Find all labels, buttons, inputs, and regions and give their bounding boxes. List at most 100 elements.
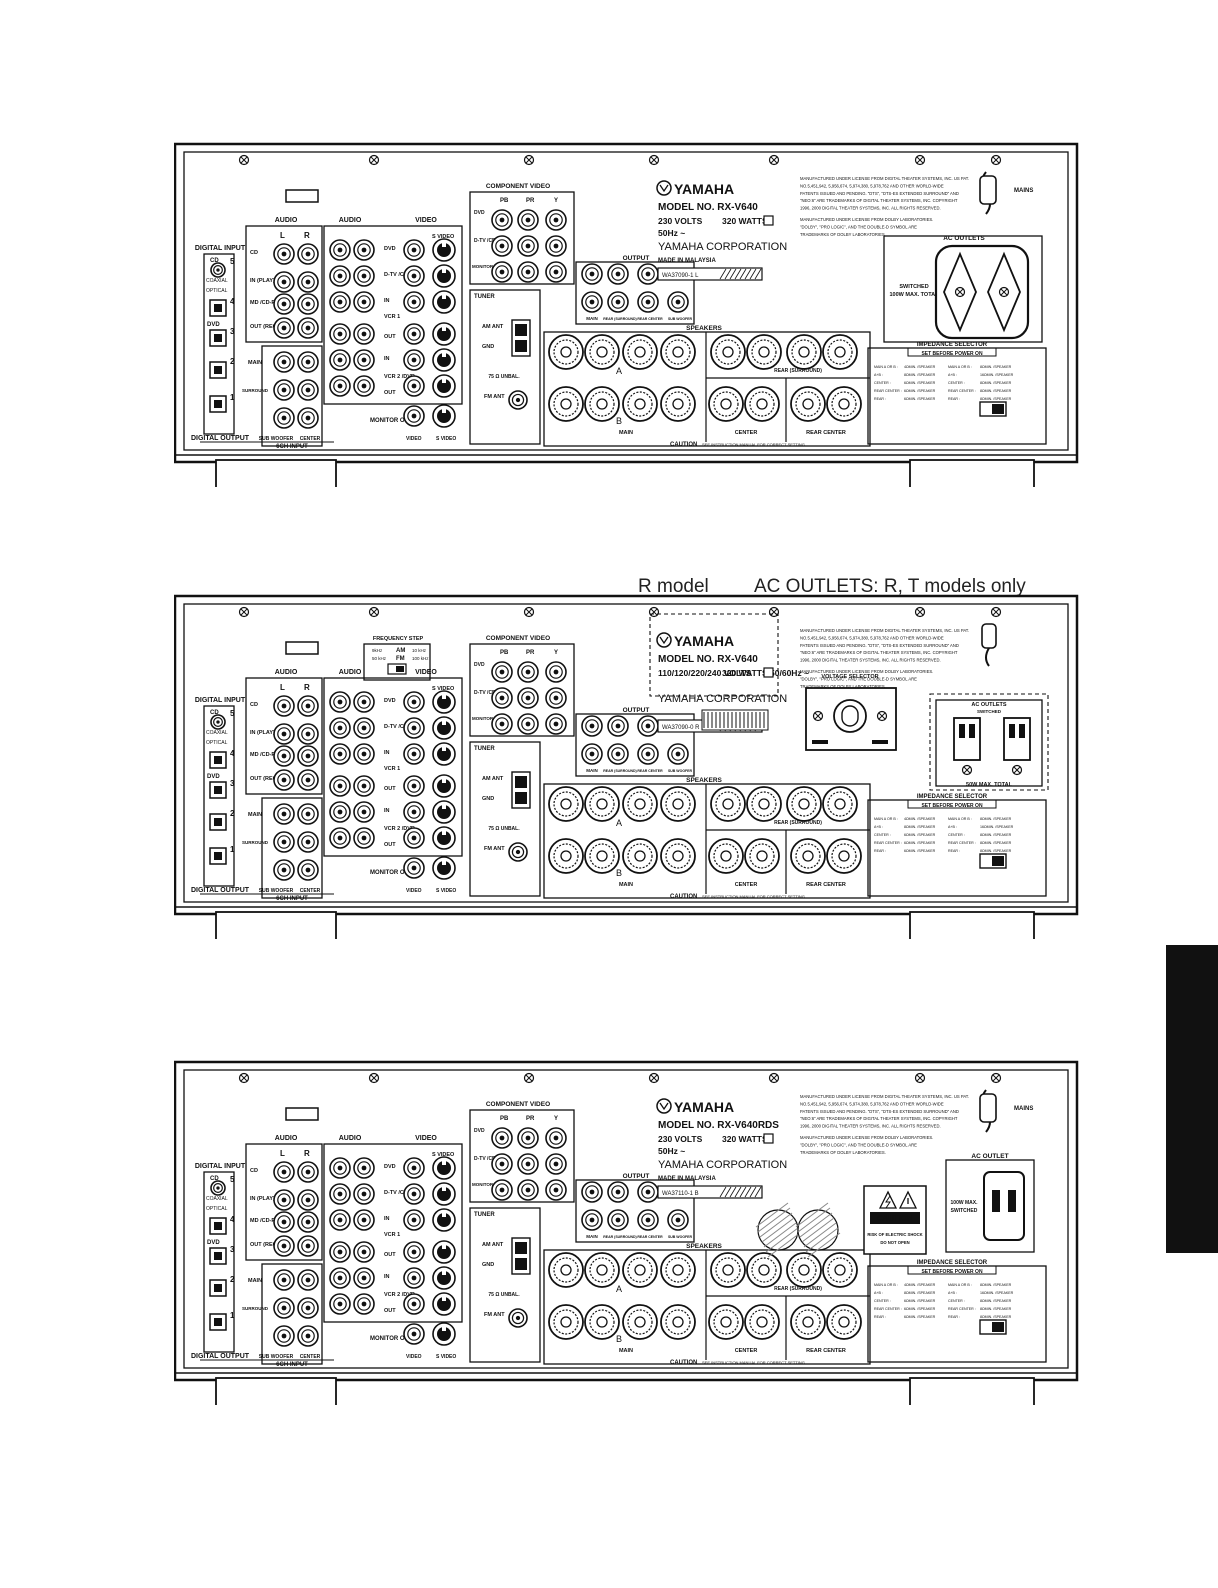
jack-pin bbox=[305, 1169, 311, 1175]
label-text: CD bbox=[210, 1176, 219, 1182]
serial-hatch bbox=[719, 268, 727, 280]
label-text: CENTER : bbox=[948, 381, 965, 385]
jack-ring bbox=[495, 691, 509, 705]
jack-ring bbox=[407, 805, 421, 819]
label-text: OUTPUT bbox=[623, 707, 650, 714]
screw-slot bbox=[650, 156, 658, 164]
jack-ring bbox=[357, 353, 371, 367]
jack-ring bbox=[671, 1213, 685, 1227]
jack-ring bbox=[277, 1215, 291, 1229]
jack-ring bbox=[641, 1213, 655, 1227]
gnd-clip bbox=[515, 792, 527, 804]
jack-pin bbox=[361, 1275, 367, 1281]
jack-pin bbox=[337, 783, 343, 789]
jack-pin bbox=[499, 1135, 505, 1141]
label-text: MD /CD-R bbox=[250, 752, 275, 758]
jack-pin bbox=[281, 1333, 287, 1339]
right-foot bbox=[909, 1377, 1035, 1405]
jack-ring bbox=[357, 831, 371, 845]
label-text: MAIN A OR B : bbox=[948, 1283, 972, 1287]
jack-pin bbox=[411, 809, 417, 815]
jack-pin bbox=[361, 383, 367, 389]
jack-ring bbox=[277, 773, 291, 787]
jack-ring bbox=[333, 1187, 347, 1201]
jack-ring bbox=[549, 665, 563, 679]
label-text: B bbox=[616, 1334, 622, 1344]
label-text: AM ANT bbox=[482, 776, 504, 782]
tuner-frame bbox=[469, 289, 541, 445]
jack-ring bbox=[277, 355, 291, 369]
license-text: 1996, 2000 DIGITAL THEATER SYSTEMS, INC.… bbox=[800, 1124, 941, 1129]
jack-pin bbox=[281, 811, 287, 817]
jack-pin bbox=[337, 751, 343, 757]
jack-ring bbox=[301, 383, 315, 397]
label-text: CD bbox=[250, 250, 258, 256]
jack-ring bbox=[301, 727, 315, 741]
digital-input-frame bbox=[203, 253, 235, 435]
label-text: SUB WOOFER bbox=[668, 769, 693, 773]
label-text: CAUTION bbox=[670, 894, 697, 900]
label-text: AUDIO bbox=[339, 669, 362, 676]
terminal-post bbox=[596, 1264, 608, 1276]
knockout-hatch bbox=[805, 1227, 839, 1253]
s-video-core bbox=[437, 1297, 451, 1311]
jack-ring bbox=[333, 295, 347, 309]
label-text: OUT (REC) bbox=[250, 324, 279, 330]
jack-pin bbox=[305, 753, 311, 759]
jack-ring bbox=[549, 717, 563, 731]
jack-pin bbox=[305, 1277, 311, 1283]
voltage-mark bbox=[812, 740, 828, 744]
license-text: "NEO:6" ARE TRADEMARKS OF DIGITAL THEATE… bbox=[800, 1116, 958, 1121]
label-text: REAR CENTER bbox=[806, 882, 846, 888]
label-text: 75 Ω UNBAL. bbox=[488, 1292, 520, 1298]
corporation-label: YAMAHA CORPORATION bbox=[658, 1159, 787, 1171]
label-text: AC OUTLETS bbox=[971, 702, 1006, 708]
knockout-hatch bbox=[795, 1202, 829, 1228]
label-text: MAIN bbox=[586, 768, 598, 773]
jack-ring bbox=[213, 1183, 223, 1193]
speakers-frame bbox=[543, 783, 871, 899]
knockout-hatch bbox=[761, 1217, 795, 1243]
s-video-core bbox=[437, 831, 451, 845]
label-text: CD bbox=[250, 702, 258, 708]
label-text: IMPEDANCE SELECTOR bbox=[917, 1260, 988, 1266]
jack-pin bbox=[361, 751, 367, 757]
label-text: 8ΩMIN. /SPEAKER bbox=[980, 1283, 1012, 1287]
rating-watts: 320 WATTS bbox=[722, 216, 768, 226]
terminal-knurl bbox=[627, 791, 653, 817]
jack-ring bbox=[357, 327, 371, 341]
jack-ring bbox=[301, 1329, 315, 1343]
label-text: REAR CENTER bbox=[637, 769, 663, 773]
jack-ring bbox=[301, 1301, 315, 1315]
ac-outlet-slot bbox=[1009, 724, 1015, 738]
label-text: 8ΩMIN. /SPEAKER bbox=[904, 825, 936, 829]
jack-pin bbox=[361, 247, 367, 253]
label-text: AC OUTLETS bbox=[943, 235, 985, 242]
label-text: D-TV /CBL bbox=[384, 272, 412, 278]
license-text: NO.5,451,942, 5,956,674, 5,974,380, 5,97… bbox=[800, 1101, 944, 1106]
label-text: 8ΩMIN. /SPEAKER bbox=[980, 849, 1012, 853]
label-text: TUNER bbox=[474, 1212, 495, 1218]
audio-frame-left bbox=[245, 225, 323, 343]
label-text: 3 bbox=[230, 1245, 235, 1254]
jack-pin bbox=[411, 299, 417, 305]
jack-pin bbox=[645, 723, 651, 729]
jack-pin bbox=[281, 731, 287, 737]
ac-outlet-slot bbox=[1019, 724, 1025, 738]
serial-hatch bbox=[739, 268, 747, 280]
s-video-key bbox=[442, 409, 446, 413]
label-text: SURROUND bbox=[242, 840, 269, 845]
jack-pin bbox=[337, 1301, 343, 1307]
label-text: 8ΩMIN. /SPEAKER bbox=[980, 841, 1012, 845]
jack-ring bbox=[407, 695, 421, 709]
label-text: AUDIO bbox=[339, 217, 362, 224]
jack-ring bbox=[521, 265, 535, 279]
label-text: CENTER bbox=[735, 882, 758, 888]
license-text: TRADEMARKS OF DOLBY LABORATORIES. bbox=[800, 684, 886, 689]
jack-ring bbox=[549, 1183, 563, 1197]
screw-slot bbox=[992, 608, 1000, 616]
jack-pin bbox=[589, 299, 595, 305]
jack-ring bbox=[511, 393, 525, 407]
